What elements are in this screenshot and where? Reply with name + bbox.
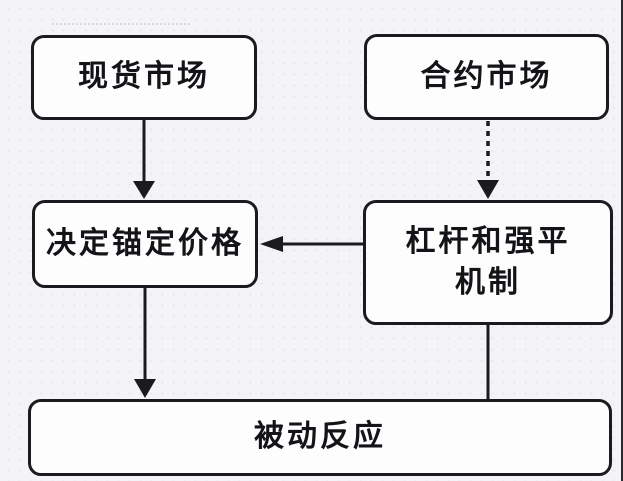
node-leverage-mechanism: 杠杆和强平 机制 [363, 200, 613, 325]
node-contract-market: 合约市场 [364, 34, 609, 120]
edge-contract-to-leverage [477, 121, 499, 199]
node-spot-market: 现货市场 [31, 35, 257, 120]
node-passive-reaction-label: 被动反应 [254, 420, 386, 454]
edge-anchor-to-passive [134, 288, 156, 398]
screen-right-border [621, 0, 623, 481]
node-anchor-price: 决定锚定价格 [32, 200, 258, 288]
edge-leverage-to-anchor [260, 236, 363, 252]
edge-spot-to-anchor [133, 120, 155, 199]
faint-dotted-line [52, 23, 190, 25]
node-anchor-price-label: 决定锚定价格 [46, 226, 244, 260]
node-leverage-mechanism-label-line2: 机制 [455, 265, 521, 299]
node-leverage-mechanism-label-line1: 杠杆和强平 [405, 225, 571, 258]
node-passive-reaction: 被动反应 [28, 399, 612, 476]
node-spot-market-label: 现货市场 [78, 60, 210, 94]
node-contract-market-label: 合约市场 [420, 59, 553, 93]
